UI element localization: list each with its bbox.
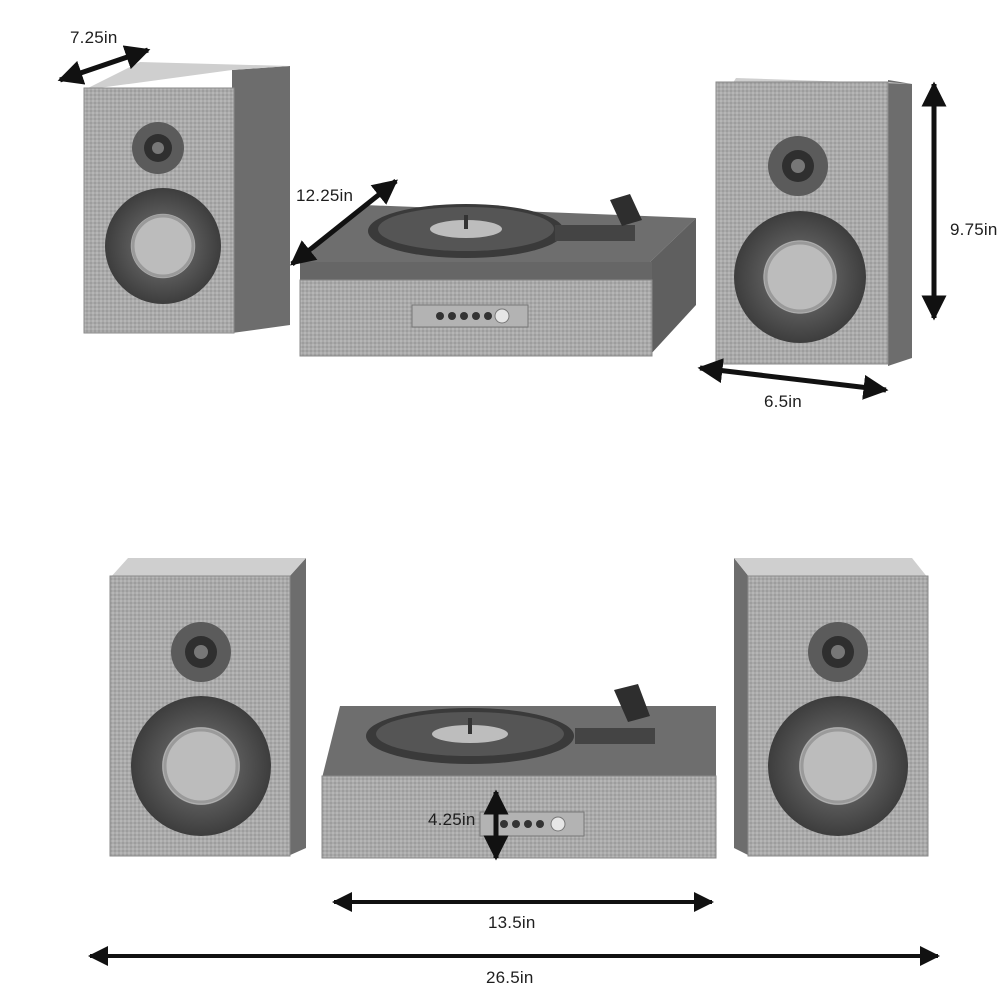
speaker-depth-arrow — [57, 45, 151, 85]
right-speaker-bottom — [734, 558, 929, 857]
turntable-depth-arrow — [290, 179, 398, 266]
total-width-label: 26.5in — [486, 968, 534, 987]
left-speaker-top — [83, 62, 290, 334]
turntable-width-label: 13.5in — [488, 913, 536, 932]
speaker-depth-label: 7.25in — [70, 28, 118, 47]
speaker-width-arrow — [697, 358, 889, 400]
turntable-depth-label: 12.25in — [296, 186, 354, 205]
turntable-height-label: 4.25in — [428, 810, 476, 829]
turntable-bottom — [321, 684, 717, 859]
speaker-width-label: 6.5in — [764, 392, 802, 411]
right-speaker-top — [715, 78, 912, 366]
speaker-height-label: 9.75in — [950, 220, 998, 239]
left-speaker-bottom — [109, 558, 306, 857]
turntable-top — [299, 194, 696, 357]
